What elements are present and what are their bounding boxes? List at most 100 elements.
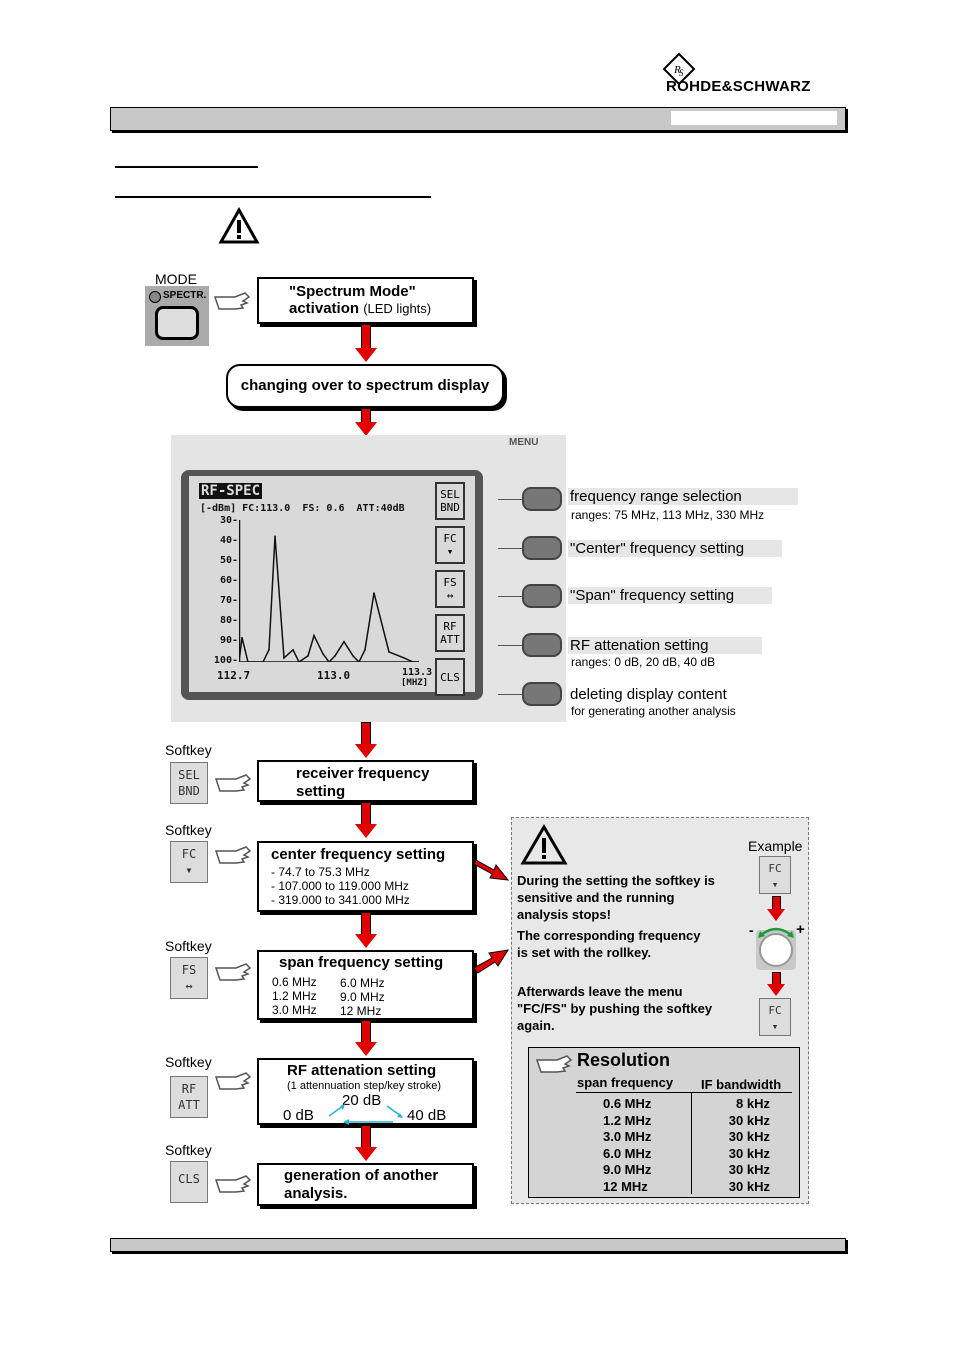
activation-bold: activation — [289, 300, 360, 317]
softkey-cls[interactable]: CLS — [170, 1161, 208, 1203]
spectrum-point — [262, 661, 264, 662]
pointing-hand-icon — [214, 1072, 252, 1090]
softkey-2[interactable] — [522, 536, 562, 560]
y-tick: 40- — [219, 535, 238, 546]
softkey-3[interactable] — [522, 584, 562, 608]
softkey-1-line — [498, 499, 523, 500]
example-plus: + — [796, 921, 805, 938]
note-p2: The corresponding frequency is set with … — [517, 928, 701, 960]
example-arrow-1 — [767, 896, 787, 924]
spectrum-point — [328, 661, 330, 662]
brand-name: ROHDE&SCHWARZ — [666, 78, 811, 95]
softkey-desc-1: frequency range selection — [568, 488, 798, 505]
softkey-5[interactable] — [522, 682, 562, 706]
red-pointer-arrow-icon — [474, 859, 510, 881]
softkey-3-line — [498, 596, 523, 597]
pointing-hand-icon — [535, 1055, 573, 1073]
svg-text:S: S — [679, 68, 684, 78]
softkey-label: Softkey — [165, 742, 212, 758]
softkey-fs[interactable]: FS↔ — [170, 957, 208, 999]
spectrum-point — [418, 661, 419, 662]
softkey-label: Softkey — [165, 1054, 212, 1070]
header-bar — [110, 107, 846, 131]
example-minus: - — [749, 922, 754, 938]
center-range-3: - 319.000 to 341.000 MHz — [271, 893, 410, 907]
step-receiver: receiver frequency setting — [257, 760, 474, 802]
spectr-key-face — [155, 306, 199, 340]
spectrum-point — [241, 636, 243, 639]
softkey-label: Softkey — [165, 1142, 212, 1158]
pointing-hand-icon — [214, 846, 252, 864]
generation-line-1: generation of another — [284, 1167, 439, 1184]
brand-logo: R S ROHDE&SCHWARZ — [660, 52, 838, 96]
activation-note: (LED lights) — [363, 301, 432, 316]
heading-rule-1 — [115, 166, 258, 168]
rf-title: RF attenation setting — [287, 1062, 437, 1079]
x-tick: 112.7 — [217, 669, 251, 682]
svg-text:R: R — [673, 64, 681, 76]
softkey-5-line — [498, 694, 523, 695]
warning-icon — [520, 824, 568, 865]
y-tick: 50- — [219, 555, 238, 566]
rollkey-icon — [756, 927, 796, 970]
plot-axes — [239, 520, 419, 662]
rf-note: (1 attennuation step/key stroke) — [287, 1080, 442, 1092]
rf-20db: 20 dB — [342, 1092, 382, 1109]
receiver-line-1: receiver frequency — [296, 765, 430, 782]
step-activation: "Spectrum Mode" activation (LED lights) — [257, 277, 474, 324]
step-generation: generation of another analysis. — [257, 1163, 474, 1206]
x-tick: 113.0 — [317, 669, 351, 682]
softkey-fc[interactable]: FC▾ — [170, 841, 208, 883]
flow-arrow-1 — [355, 324, 377, 364]
spectrum-point — [373, 592, 375, 594]
note-p3: Afterwards leave the menu "FC/FS" by pus… — [517, 984, 713, 1033]
softkey-1[interactable] — [522, 487, 562, 511]
spectrum-trace — [239, 536, 419, 662]
softkey-desc-5-sub: for generating another analysis — [571, 704, 736, 718]
center-range-2: - 107.000 to 119.000 MHz — [271, 879, 409, 893]
step-rf: RF attenation setting (1 attennuation st… — [257, 1058, 474, 1125]
lcd-key-fc: FC▾ — [435, 526, 465, 564]
spectrum-point — [268, 649, 270, 651]
lcd-key-cls: CLS — [435, 658, 465, 696]
spectrum-point — [307, 655, 309, 657]
header-bar-tab — [671, 111, 837, 125]
y-tick: 100- — [213, 655, 238, 666]
activation-title: "Spectrum Mode" — [289, 283, 416, 300]
note-panel: During the setting the softkey is sensit… — [511, 817, 809, 1204]
softkey-desc-1-sub: ranges: 75 MHz, 113 MHz, 330 MHz — [571, 508, 765, 522]
flow-arrow-5 — [355, 912, 377, 950]
pointing-hand-icon — [214, 774, 252, 792]
lcd-status: [-dBm] FC:113.0 FS: 0.6 ATT:40dB — [200, 503, 405, 514]
spectr-mode-button[interactable]: SPECTR. — [145, 286, 209, 346]
softkey-label: Softkey — [165, 938, 212, 954]
softkey-4-line — [498, 645, 523, 646]
resolution-head-rule — [576, 1092, 792, 1093]
center-title: center frequency setting — [271, 846, 446, 863]
resolution-title: Resolution — [577, 1050, 670, 1070]
spectrum-point — [274, 535, 276, 537]
spectrum-point — [388, 651, 390, 653]
device-panel: MENU RF-SPEC [-dBm] FC:113.0 FS: 0.6 ATT… — [171, 435, 566, 722]
spectrum-point — [343, 640, 345, 643]
pointing-hand-icon — [214, 963, 252, 981]
flow-arrow-4 — [355, 802, 377, 840]
spectrum-point — [253, 661, 255, 662]
spectrum-point — [239, 661, 240, 662]
softkey-desc-4-sub: ranges: 0 dB, 20 dB, 40 dB — [571, 655, 716, 669]
softkey-4[interactable] — [522, 633, 562, 657]
pointing-hand-icon — [214, 1175, 252, 1193]
spectrum-point — [313, 634, 315, 637]
spectrum-plot — [239, 520, 419, 662]
softkey-desc-2: "Center" frequency setting — [568, 540, 782, 557]
red-pointer-arrow-icon — [474, 949, 510, 974]
spectrum-point — [244, 649, 246, 651]
